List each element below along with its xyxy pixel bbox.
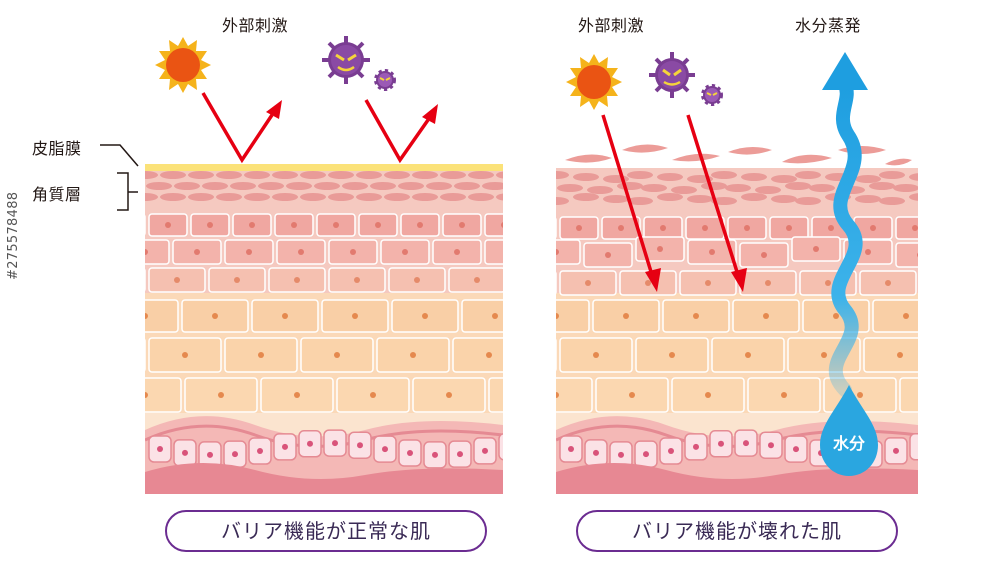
water-arrowhead [822, 52, 868, 90]
small-germ-icon [701, 84, 723, 106]
reflect-arrows [201, 92, 430, 164]
penetrate-arrowheads [645, 268, 747, 292]
layer-brackets [100, 144, 139, 211]
label-water-evaporation: 水分蒸発 [795, 16, 862, 35]
water-drop-icon [820, 385, 878, 476]
label-water: 水分 [832, 434, 865, 453]
germ-icon [649, 52, 695, 98]
skin-section-healthy [145, 168, 503, 494]
sun-icon [155, 37, 211, 93]
sun-icon [566, 54, 622, 110]
germ-icon [322, 36, 370, 84]
label-sebum-film: 皮脂膜 [32, 139, 82, 158]
water-evaporation-arrow [828, 78, 863, 397]
caption-healthy-skin: バリア機能が正常な肌 [165, 510, 487, 552]
skin-section-damaged [556, 168, 918, 494]
small-germ-icon [374, 69, 396, 91]
label-external-stimulus-right: 外部刺激 [578, 16, 645, 35]
label-stratum-corneum: 角質層 [32, 185, 82, 204]
reflect-arrowheads [266, 100, 438, 124]
penetrate-arrows [601, 114, 740, 276]
label-external-stimulus-left: 外部刺激 [222, 16, 289, 35]
caption-damaged-skin: バリア機能が壊れた肌 [576, 510, 898, 552]
sebum-film [145, 164, 503, 171]
